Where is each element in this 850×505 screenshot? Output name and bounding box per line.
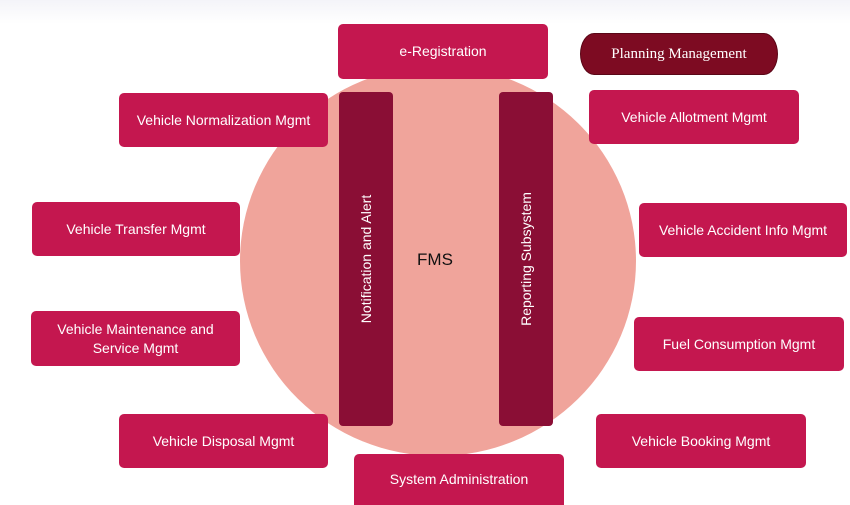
e-registration-box: e-Registration bbox=[338, 24, 548, 79]
system-administration-box: System Administration bbox=[354, 454, 564, 505]
vehicle-allotment-label: Vehicle Allotment Mgmt bbox=[621, 108, 767, 125]
vehicle-normalization-box: Vehicle Normalization Mgmt bbox=[119, 93, 328, 147]
vehicle-maintenance-label: Vehicle Maintenance and Service Mgmt bbox=[57, 320, 214, 356]
notification-alert-bar: Notification and Alert bbox=[339, 92, 393, 426]
planning-management-label: Planning Management bbox=[611, 45, 747, 62]
vehicle-transfer-label: Vehicle Transfer Mgmt bbox=[66, 220, 206, 237]
vehicle-booking-label: Vehicle Booking Mgmt bbox=[631, 432, 771, 449]
system-administration-label: System Administration bbox=[389, 471, 529, 487]
vehicle-booking-box: Vehicle Booking Mgmt bbox=[596, 414, 806, 468]
reporting-subsystem-label: Reporting Subsystem bbox=[518, 192, 534, 326]
notification-alert-label: Notification and Alert bbox=[358, 194, 374, 324]
vehicle-accident-info-box: Vehicle Accident Info Mgmt bbox=[639, 203, 847, 257]
vehicle-allotment-box: Vehicle Allotment Mgmt bbox=[589, 90, 799, 144]
vehicle-transfer-box: Vehicle Transfer Mgmt bbox=[32, 202, 240, 256]
vehicle-disposal-label: Vehicle Disposal Mgmt bbox=[152, 432, 295, 449]
fuel-consumption-label: Fuel Consumption Mgmt bbox=[662, 335, 816, 352]
fms-center-label: FMS bbox=[417, 250, 453, 269]
vehicle-maintenance-box: Vehicle Maintenance and Service Mgmt bbox=[31, 311, 240, 366]
fuel-consumption-box: Fuel Consumption Mgmt bbox=[634, 317, 844, 371]
e-registration-label: e-Registration bbox=[399, 43, 487, 59]
vehicle-accident-info-label: Vehicle Accident Info Mgmt bbox=[658, 221, 828, 238]
planning-management-box: Planning Management bbox=[580, 33, 778, 75]
reporting-subsystem-bar: Reporting Subsystem bbox=[499, 92, 553, 426]
vehicle-normalization-label: Vehicle Normalization Mgmt bbox=[136, 111, 311, 128]
vehicle-disposal-box: Vehicle Disposal Mgmt bbox=[119, 414, 328, 468]
